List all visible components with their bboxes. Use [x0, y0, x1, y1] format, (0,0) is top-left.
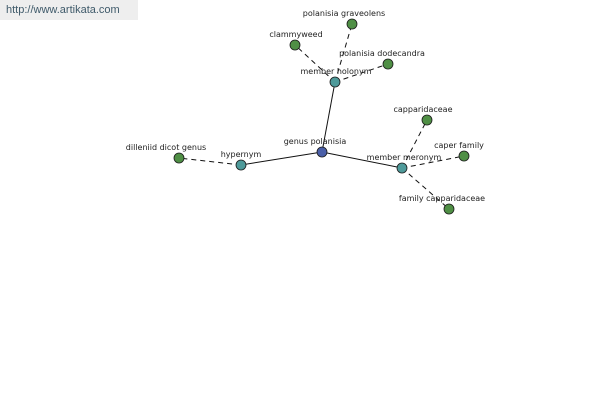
- node-caper-family[interactable]: [458, 150, 470, 162]
- edge-holonym-clammyweed: [294, 44, 336, 83]
- label-center[interactable]: genus polanisia: [284, 137, 347, 146]
- node-family-capparidaceae[interactable]: [443, 203, 455, 215]
- label-family-capparidaceae[interactable]: family capparidaceae: [399, 194, 485, 203]
- edge-center-member-holonym: [321, 81, 336, 153]
- node-capparidaceae[interactable]: [421, 114, 433, 126]
- node-polanisia-dodecandra[interactable]: [382, 58, 394, 70]
- edge-holonym-dodecandra: [334, 63, 389, 83]
- label-polanisia-dodecandra[interactable]: polanisia dodecandra: [339, 49, 425, 58]
- node-member-meronym[interactable]: [396, 162, 408, 174]
- label-hypernym[interactable]: hypernym: [221, 150, 262, 159]
- label-dilleniid-dicot-genus[interactable]: dilleniid dicot genus: [126, 143, 206, 152]
- label-clammyweed[interactable]: clammyweed: [269, 30, 322, 39]
- edge-meronym-capparidaceae: [401, 119, 428, 169]
- edge-center-hypernym: [240, 151, 323, 166]
- node-center[interactable]: [316, 146, 328, 158]
- label-capparidaceae[interactable]: capparidaceae: [394, 105, 453, 114]
- edge-meronym-family-capparidaceae: [401, 167, 450, 210]
- edge-center-member-meronym: [321, 151, 403, 169]
- edge-holonym-graveolens: [334, 23, 353, 83]
- node-polanisia-graveolens[interactable]: [346, 18, 358, 30]
- label-member-meronym[interactable]: member meronym: [367, 153, 442, 162]
- node-hypernym[interactable]: [235, 159, 247, 171]
- node-clammyweed[interactable]: [289, 39, 301, 51]
- site-url[interactable]: http://www.artikata.com: [0, 0, 138, 20]
- edge-meronym-caper-family: [401, 155, 465, 169]
- label-caper-family[interactable]: caper family: [434, 141, 484, 150]
- edge-hypernym-dilleniid: [178, 157, 242, 166]
- label-member-holonym[interactable]: member holonym: [300, 67, 371, 76]
- label-polanisia-graveolens[interactable]: polanisia graveolens: [303, 9, 385, 18]
- node-member-holonym[interactable]: [329, 76, 341, 88]
- node-dilleniid-dicot-genus[interactable]: [173, 152, 185, 164]
